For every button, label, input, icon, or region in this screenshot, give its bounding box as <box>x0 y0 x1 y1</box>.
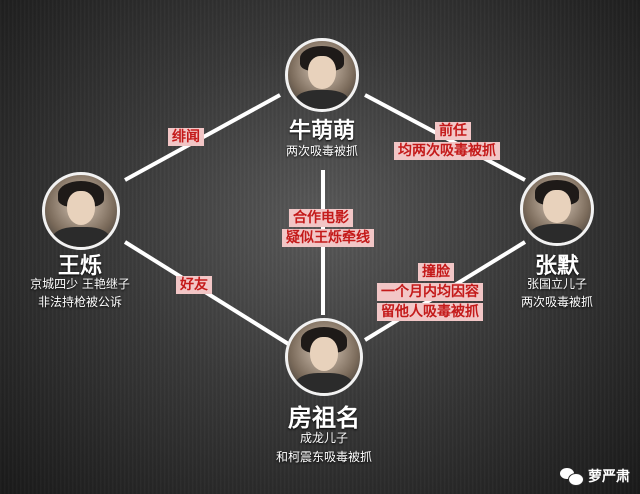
brand-label: 萝严肃 <box>588 466 630 486</box>
brand-watermark: 萝严肃 <box>560 466 630 486</box>
node-desc-top: 两次吸毒被抓 <box>262 143 382 160</box>
relation-tag-right-bottom-3: 留他人吸毒被抓 <box>377 303 483 321</box>
avatar-top <box>285 38 359 112</box>
node-name-top: 牛萌萌 <box>270 113 374 145</box>
relation-tag-top-right-1: 前任 <box>435 122 471 140</box>
relation-tag-top-right-2: 均两次吸毒被抓 <box>394 142 500 160</box>
node-desc-bottom-1: 成龙儿子 <box>254 430 394 447</box>
node-desc-left-1: 京城四少 王艳继子 <box>0 276 160 293</box>
relation-tag-center-1: 合作电影 <box>289 209 353 227</box>
node-desc-right-2: 两次吸毒被抓 <box>497 294 617 311</box>
relation-tag-right-bottom-1: 撞脸 <box>418 263 454 281</box>
relation-tag-right-bottom-2: 一个月内均因容 <box>377 283 483 301</box>
relation-tag-left-bottom: 好友 <box>176 276 212 294</box>
node-desc-bottom-2: 和柯震东吸毒被抓 <box>234 449 414 466</box>
node-name-bottom: 房祖名 <box>264 398 384 433</box>
relation-tag-top-left: 绯闻 <box>168 128 204 146</box>
avatar-bottom <box>285 318 363 396</box>
avatar-left <box>42 172 120 250</box>
node-desc-right-1: 张国立儿子 <box>497 276 617 293</box>
node-desc-left-2: 非法持枪被公诉 <box>0 294 160 311</box>
wechat-icon <box>560 468 582 484</box>
avatar-right <box>520 172 594 246</box>
relation-tag-center-2: 疑似王烁牵线 <box>282 229 374 247</box>
